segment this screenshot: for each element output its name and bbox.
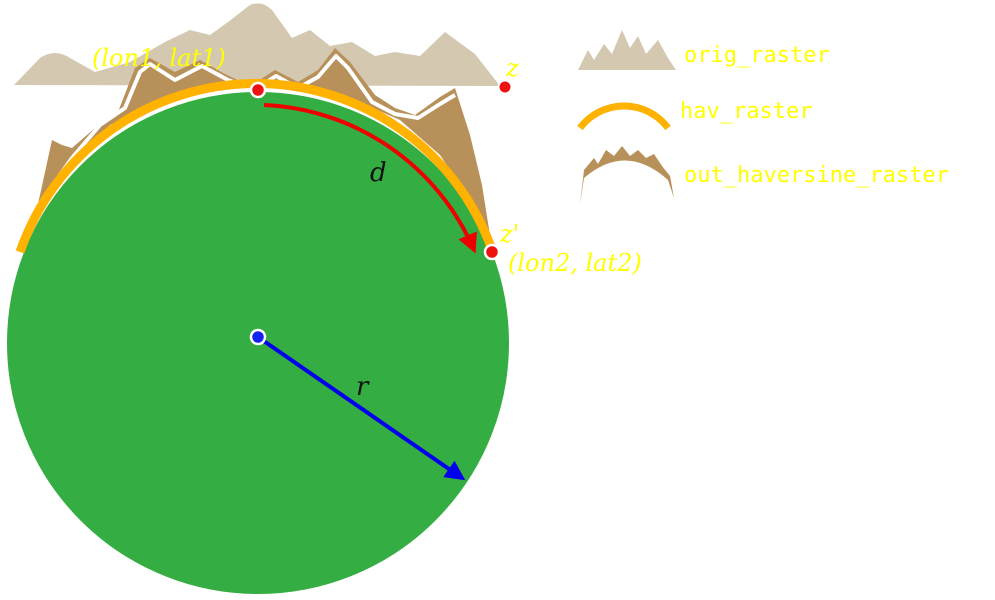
point-z xyxy=(497,79,513,95)
z-prime-label: z' xyxy=(499,220,519,248)
legend-label-orig-raster: orig_raster xyxy=(684,43,830,68)
legend-label-hav-raster: hav_raster xyxy=(680,99,812,124)
legend: orig_raster hav_raster out_haversine_ras… xyxy=(577,30,949,205)
point2-label: (lon2, lat2) xyxy=(508,249,642,277)
mountain-profile-icon xyxy=(578,30,676,70)
globe-center-point xyxy=(249,328,267,346)
point-lon1-lat1 xyxy=(249,81,267,99)
orig-raster-profile xyxy=(14,3,500,86)
bent-mountain-icon xyxy=(580,146,674,205)
distance-label: d xyxy=(370,158,387,188)
arc-icon xyxy=(577,102,671,131)
distance-arrow xyxy=(263,103,477,254)
legend-label-out-haversine-raster: out_haversine_raster xyxy=(684,163,949,188)
out-haversine-raster-profile xyxy=(28,48,492,248)
point-lon2-lat2 xyxy=(483,243,501,261)
radius-label: r xyxy=(356,372,370,402)
point1-label: (lon1, lat1) xyxy=(92,44,226,72)
radius-arrow xyxy=(256,335,466,481)
z-label: z xyxy=(505,54,519,82)
